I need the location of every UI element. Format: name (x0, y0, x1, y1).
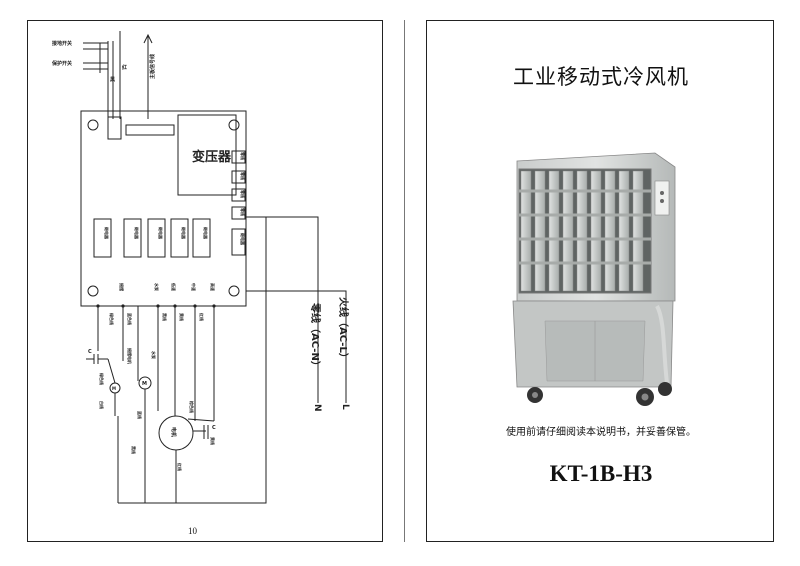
color-black-label: 黑线 (162, 313, 168, 321)
blue-wire-label: 蓝线 (137, 411, 143, 419)
terminal-2-label: 零线 (240, 171, 246, 180)
relay-small-label: 继电器 (240, 233, 246, 246)
term-pump-label: 水泵 (154, 282, 160, 292)
swing-motor-m: M (112, 386, 116, 391)
pump-label: 水泵 (151, 350, 157, 360)
relay-5-label: 继电器 (203, 227, 209, 240)
capacitor-c-right: C (212, 425, 216, 431)
wiring-diagram-page: 接地开关 保护开关 红 黑 主板信号线 变压器 继电器 继电器 继电器 继电器 … (27, 20, 383, 542)
l-terminal-label: L (340, 404, 350, 410)
term-high-label: 高速 (210, 283, 216, 291)
main-signal-label: 主板信号线 (149, 54, 156, 79)
white-wire-label: 白线 (99, 401, 105, 409)
term-low-label: 低速 (171, 282, 177, 291)
green-wire-label: 绿色线 (99, 373, 105, 385)
page-fold (404, 20, 405, 542)
instruction-note: 使用前请仔细阅读本说明书，并妥善保管。 (506, 427, 696, 438)
wire-black-label: 黑 (110, 76, 115, 83)
color-blue-label: 蓝色线 (127, 313, 133, 325)
air-cooler-illustration (512, 152, 676, 406)
term-swing-label: 摇摆 (119, 283, 125, 291)
terminal-1-label: 零线 (240, 151, 246, 160)
fan-motor-label: 电机 (170, 427, 177, 437)
term-mid-label: 中速 (191, 283, 197, 291)
capacitor-c-left: C (88, 349, 92, 355)
relay-1-label: 继电器 (104, 227, 110, 240)
neutral-wire-label: 零线（AC-N） (309, 302, 322, 371)
color-yellow-label: 黄线 (179, 312, 185, 321)
product-title: 工业移动式冷风机 (513, 65, 689, 89)
cover-page: 工业移动式冷风机 (426, 20, 774, 542)
relay-3-label: 继电器 (158, 227, 164, 240)
pump-motor-m: M (142, 381, 147, 387)
brown-wire-label: 棕色线 (189, 401, 195, 413)
live-wire-label: 火线（AC-L） (337, 297, 350, 363)
wiring-diagram: 接地开关 保护开关 红 黑 主板信号线 变压器 继电器 继电器 继电器 继电器 … (51, 31, 350, 504)
n-terminal-label: N (312, 404, 322, 412)
color-green-label: 绿色线 (109, 313, 115, 325)
protect-switch-label: 保护开关 (51, 60, 72, 67)
model-number: KT-1B-H3 (549, 461, 653, 486)
relay-2-label: 继电器 (134, 227, 140, 240)
yellow-wire-label: 黄线 (210, 436, 216, 445)
black-wire-label: 黑线 (131, 446, 137, 454)
page-number: 10 (188, 526, 197, 536)
swing-motor-label: 摇摆电机 (127, 348, 133, 364)
color-red-label: 红线 (199, 313, 205, 321)
red-wire-label: 红线 (177, 463, 183, 471)
wire-red-label: 红 (122, 64, 127, 71)
terminal-3-label: 零线 (240, 189, 246, 198)
terminal-4-label: 零线 (240, 207, 246, 216)
ground-switch-label: 接地开关 (51, 40, 72, 47)
relay-4-label: 继电器 (181, 227, 187, 240)
transformer-label: 变压器 (192, 149, 232, 165)
